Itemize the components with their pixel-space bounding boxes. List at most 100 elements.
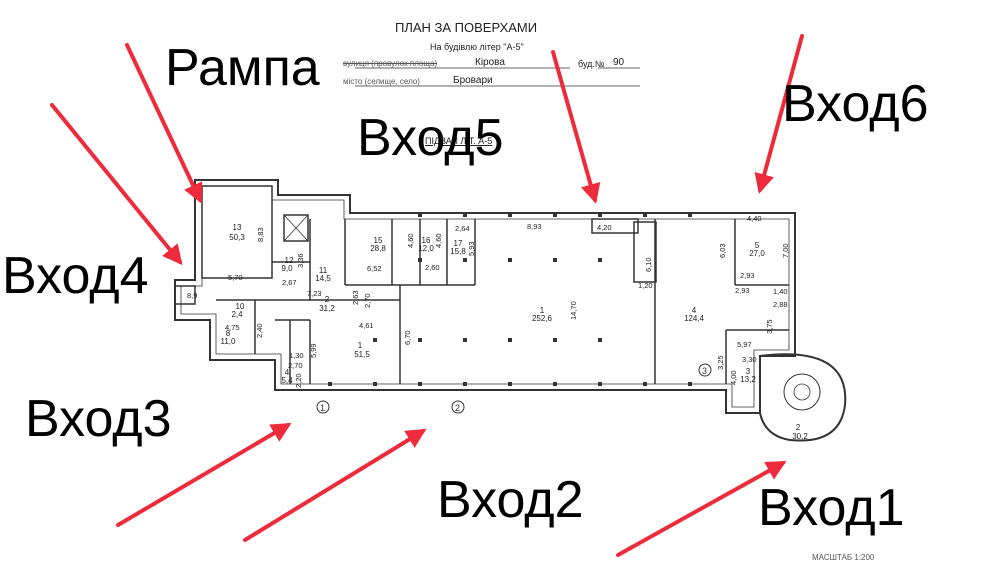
dimension-label: 3,36 [296, 253, 305, 268]
column-marker [463, 382, 467, 386]
dimension-label: 8,83 [256, 227, 265, 242]
column-marker [553, 258, 557, 262]
column-marker [328, 382, 332, 386]
column-marker [643, 382, 647, 386]
dimension-label: 2,93 [735, 286, 750, 295]
room-area: 124,4 [684, 314, 705, 323]
dimension-label: 6,03 [718, 243, 727, 258]
dimension-label: 5,99 [309, 343, 318, 358]
room-number: 1 [540, 306, 545, 315]
dimension-label: 2,70 [363, 293, 372, 308]
axis-marker-2: 2 [455, 403, 460, 413]
column-marker [688, 213, 692, 217]
room-labels: 13 50,3 15 28,8 16 12,0 17 15,8 12 9,0 1… [221, 223, 809, 441]
dimension-label: 3,25 [716, 355, 725, 370]
entry1-label: Вход1 [758, 479, 905, 537]
dimension-labels: 8,83 5,70 3,36 6,52 4,60 4,60 2,60 2,64 … [187, 214, 790, 388]
street-value: Кірова [475, 57, 505, 68]
entry4-label: Вход4 [2, 247, 149, 305]
dimension-label: 4,20 [597, 223, 612, 232]
dimension-label: 4,60 [434, 233, 443, 248]
column-marker [463, 338, 467, 342]
dimension-label: 4,75 [225, 323, 240, 332]
entry5-arrow [551, 50, 601, 204]
room-number: 13 [233, 223, 242, 232]
entry1-arrow [616, 461, 787, 557]
dimension-label: 3,75 [765, 319, 774, 334]
room-area: 15,8 [450, 247, 466, 256]
dimension-label: 2,63 [351, 290, 360, 305]
room-area: 2,4 [231, 310, 243, 319]
room-area: 11,0 [221, 337, 237, 346]
plan-title: ПЛАН ЗА ПОВЕРХАМИ [395, 20, 538, 35]
entry-arrows [50, 34, 804, 557]
room-number: 16 [422, 236, 431, 245]
room-number: 3 [746, 367, 751, 376]
column-marker [418, 213, 422, 217]
dimension-label: 8,9 [187, 291, 197, 300]
dimension-label: 2,67 [282, 278, 297, 287]
column-marker [418, 338, 422, 342]
dimension-label: 5,70 [228, 273, 243, 282]
column-marker [598, 213, 602, 217]
room-number: 1 [358, 341, 363, 350]
dimension-label: 8,93 [527, 222, 542, 231]
column-marker [553, 213, 557, 217]
column-marker [598, 258, 602, 262]
building-label: буд.№ [578, 59, 605, 69]
column-markers [328, 213, 692, 386]
street-label: вулиця (провулок площа) [343, 59, 438, 68]
room-area: 50,3 [229, 233, 245, 242]
room-area: 12,0 [418, 244, 434, 253]
dimension-label: 4,60 [406, 233, 415, 248]
building-value: 90 [613, 57, 625, 68]
room-area: 9,0 [281, 264, 293, 273]
room-number: 10 [236, 302, 245, 311]
dimension-label: 2,60 [425, 263, 440, 272]
dimension-label: 7,00 [781, 243, 790, 258]
room-area: 13,2 [740, 375, 756, 384]
dimension-label: 2,93 [740, 271, 755, 280]
column-marker [553, 382, 557, 386]
dimension-label: 5,93 [467, 241, 476, 256]
column-marker [643, 213, 647, 217]
room-number: 12 [285, 256, 294, 265]
dimension-label: 7,23 [307, 289, 322, 298]
column-marker [418, 382, 422, 386]
plan-subtitle: На будівлю літер "А-5" [430, 42, 524, 52]
entry2-label: Вход2 [437, 471, 584, 529]
room-area: 51,5 [354, 350, 370, 359]
column-marker [418, 258, 422, 262]
room-number: 8 [226, 329, 231, 338]
column-marker [373, 338, 377, 342]
dimension-label: 4,00 [729, 370, 738, 385]
entry3-label: Вход3 [25, 390, 172, 448]
column-marker [463, 213, 467, 217]
column-marker [508, 338, 512, 342]
dimension-label: 1,40 [773, 287, 788, 296]
column-marker [508, 213, 512, 217]
room-number: 5 [755, 241, 760, 250]
room-number: 15 [374, 236, 383, 245]
entry5-label: Вход5 [357, 109, 504, 167]
column-marker [688, 382, 692, 386]
axis-markers [316, 363, 712, 414]
dimension-label: 2,70 [288, 361, 303, 370]
dimension-label: 5,97 [737, 340, 752, 349]
room-area: 31,2 [319, 304, 335, 313]
room-area: 27,0 [749, 249, 765, 258]
dimension-label: 2,64 [455, 224, 470, 233]
column-marker [508, 382, 512, 386]
city-label: місто (селище, село) [343, 77, 420, 86]
room-number: 2 [325, 295, 330, 304]
dimension-label: 6,52 [367, 264, 382, 273]
dimension-label: 2,88 [773, 300, 788, 309]
room-number: 2 [796, 423, 801, 432]
room-area: 28,8 [370, 244, 386, 253]
column-marker [373, 382, 377, 386]
floor-label: ПІДВАЛ ЛІТ. А-5 [425, 136, 493, 146]
dimension-label: 6,70 [403, 330, 412, 345]
column-marker [553, 338, 557, 342]
